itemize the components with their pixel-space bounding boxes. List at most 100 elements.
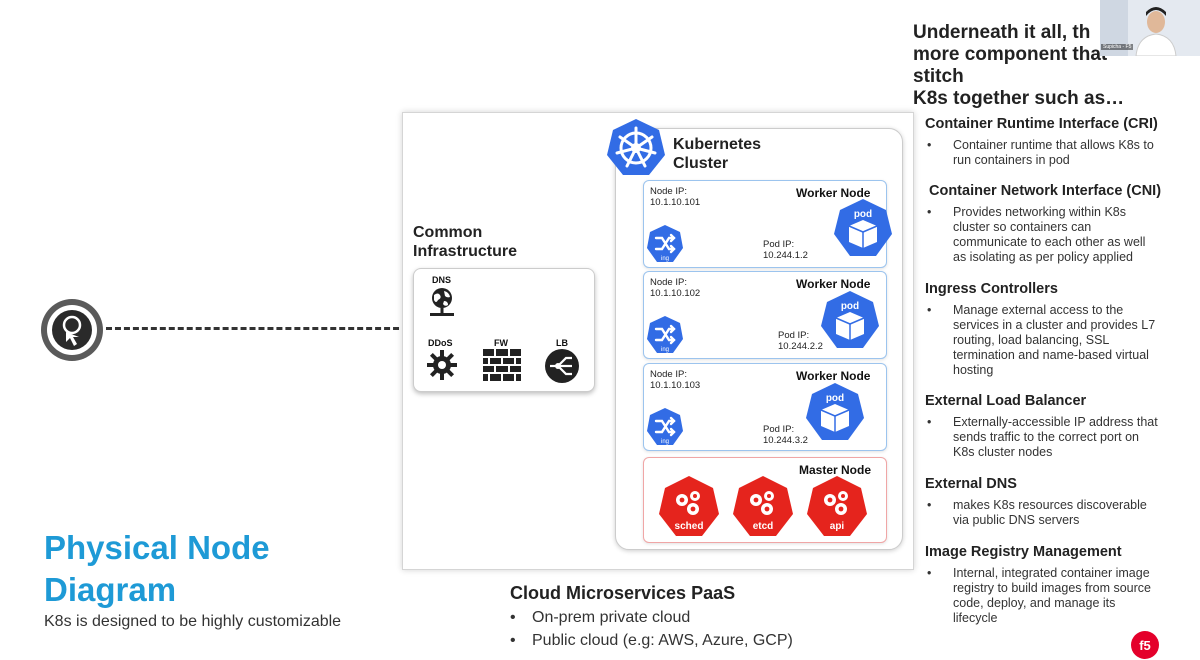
ingress-icon: ing	[647, 225, 683, 262]
section-body-cri: • Container runtime that allows K8s to r…	[927, 138, 1182, 168]
paas-item-text: Public cloud (e.g: AWS, Azure, GCP)	[532, 632, 793, 649]
sched-label: sched	[675, 521, 704, 532]
pod-icon: pod	[821, 291, 879, 348]
section-body-ingress: • Manage external access to the services…	[927, 303, 1182, 378]
section-heading-ingress: Ingress Controllers	[925, 281, 1058, 297]
section-body-external-dns: • makes K8s resources discoverable via p…	[927, 498, 1182, 528]
section-heading-cri: Container Runtime Interface (CRI)	[925, 116, 1158, 132]
pod-ip-value: 10.244.2.2	[778, 341, 823, 352]
pod-ip-label: Pod IP:	[778, 330, 810, 341]
kubernetes-wheel-icon	[607, 119, 665, 175]
node-ip-label: Node IP:	[650, 369, 687, 380]
paas-item: • On-prem private cloud	[510, 609, 690, 627]
page-subtitle: K8s is designed to be highly customizabl…	[44, 613, 342, 630]
ddos-label: DDoS	[428, 338, 453, 348]
page-title-line1: Physical Node	[44, 529, 270, 566]
pod-label: pod	[841, 301, 859, 312]
cluster-title-line2: Cluster	[673, 155, 729, 172]
section-body-cni: • Provides networking within K8s cluster…	[927, 205, 1182, 265]
pod-ip-value: 10.244.3.2	[763, 435, 808, 446]
body-line: routing, load balancing, SSL	[953, 333, 1110, 347]
section-heading-image-registry: Image Registry Management	[925, 544, 1122, 560]
section-body-image-registry: • Internal, integrated container image r…	[927, 566, 1182, 626]
lb-label: LB	[556, 338, 568, 348]
ing-label: ing	[661, 256, 669, 262]
body-line: Provides networking within K8s	[953, 205, 1126, 219]
f5-logo-icon: f5	[1131, 631, 1159, 659]
dns-globe-icon	[430, 288, 454, 316]
pod-ip-label: Pod IP:	[763, 424, 795, 435]
bullet: •	[927, 498, 932, 512]
node-ip-label: Node IP:	[650, 186, 687, 197]
bullet: •	[927, 303, 932, 317]
body-line: termination and name-based virtual	[953, 348, 1149, 362]
right-headline-line1: Underneath it all, th	[913, 22, 1091, 43]
webcam-name-label: Supicha - F5	[1101, 44, 1134, 50]
page-title: Physical Node Diagram	[44, 527, 270, 611]
bullet: •	[927, 415, 932, 429]
infrastructure-title-line2: Infrastructure	[413, 243, 518, 260]
body-line: Externally-accessible IP address that	[953, 415, 1158, 429]
body-line: cluster so containers can	[953, 220, 1092, 234]
ing-label: ing	[661, 439, 669, 445]
pod-label: pod	[854, 209, 872, 220]
node-ip-value: 10.1.10.101	[650, 197, 701, 208]
bullet: •	[927, 205, 932, 219]
worker-node-title: Worker Node	[796, 277, 871, 291]
bullet: •	[510, 609, 516, 626]
etcd-icon: etcd	[733, 476, 793, 536]
right-headline: Underneath it all, th more component tha…	[913, 22, 1133, 110]
body-line: run containers in pod	[953, 153, 1070, 167]
worker-node-title: Worker Node	[796, 369, 871, 383]
webcam-overlay	[1100, 0, 1200, 56]
scheduler-icon: sched	[659, 476, 719, 536]
body-line: Internal, integrated container image	[953, 566, 1150, 580]
body-line: sends traffic to the correct port on	[953, 430, 1139, 444]
svg-text:f5: f5	[1139, 638, 1151, 653]
body-line: Container runtime that allows K8s to	[953, 138, 1154, 152]
body-line: hosting	[953, 363, 994, 377]
body-line: Manage external access to the	[953, 303, 1124, 317]
cluster-title: Kubernetes Cluster	[673, 135, 761, 173]
node-ip-label: Node IP:	[650, 277, 687, 288]
paas-item-text: On-prem private cloud	[532, 609, 691, 626]
node-ip-value: 10.1.10.102	[650, 288, 701, 299]
ddos-gear-icon	[427, 350, 457, 380]
body-line: makes K8s resources discoverable	[953, 498, 1147, 512]
api-label: api	[830, 521, 845, 532]
ingress-icon: ing	[647, 316, 683, 353]
pod-icon: pod	[834, 199, 892, 256]
infrastructure-title: Common Infrastructure	[413, 223, 517, 261]
bullet: •	[510, 632, 516, 649]
pod-icon: pod	[806, 383, 864, 440]
right-headline-line2: more component that stitch	[913, 44, 1108, 87]
cluster-title-line1: Kubernetes	[673, 136, 762, 153]
section-heading-cni: Container Network Interface (CNI)	[929, 183, 1162, 199]
body-line: registry to build images from source	[953, 581, 1151, 595]
section-heading-external-lb: External Load Balancer	[925, 393, 1087, 409]
bullet: •	[927, 138, 932, 152]
pod-ip-value: 10.244.1.2	[763, 250, 808, 261]
body-line: code, deploy, and manage its	[953, 596, 1116, 610]
ingress-icon: ing	[647, 408, 683, 445]
section-body-external-lb: • Externally-accessible IP address that …	[927, 415, 1182, 460]
user-client-icon	[41, 299, 103, 361]
pod-ip-label: Pod IP:	[763, 239, 795, 250]
bullet: •	[927, 566, 932, 580]
body-line: K8s cluster nodes	[953, 445, 1053, 459]
fw-label: FW	[494, 338, 508, 348]
right-headline-line3: K8s together such as…	[913, 88, 1125, 109]
etcd-label: etcd	[753, 521, 774, 532]
connection-dashed-line	[106, 327, 408, 330]
page-title-line2: Diagram	[44, 571, 177, 608]
api-server-icon: api	[807, 476, 867, 536]
ing-label: ing	[661, 347, 669, 353]
firewall-icon	[483, 349, 521, 381]
body-line: via public DNS servers	[953, 513, 1080, 527]
infrastructure-title-line1: Common	[413, 224, 483, 241]
paas-title: Cloud Microservices PaaS	[510, 583, 736, 603]
load-balancer-icon	[545, 349, 579, 383]
node-ip-value: 10.1.10.103	[650, 380, 701, 391]
dns-label: DNS	[432, 275, 452, 285]
body-line: services in a cluster and provides L7	[953, 318, 1156, 332]
